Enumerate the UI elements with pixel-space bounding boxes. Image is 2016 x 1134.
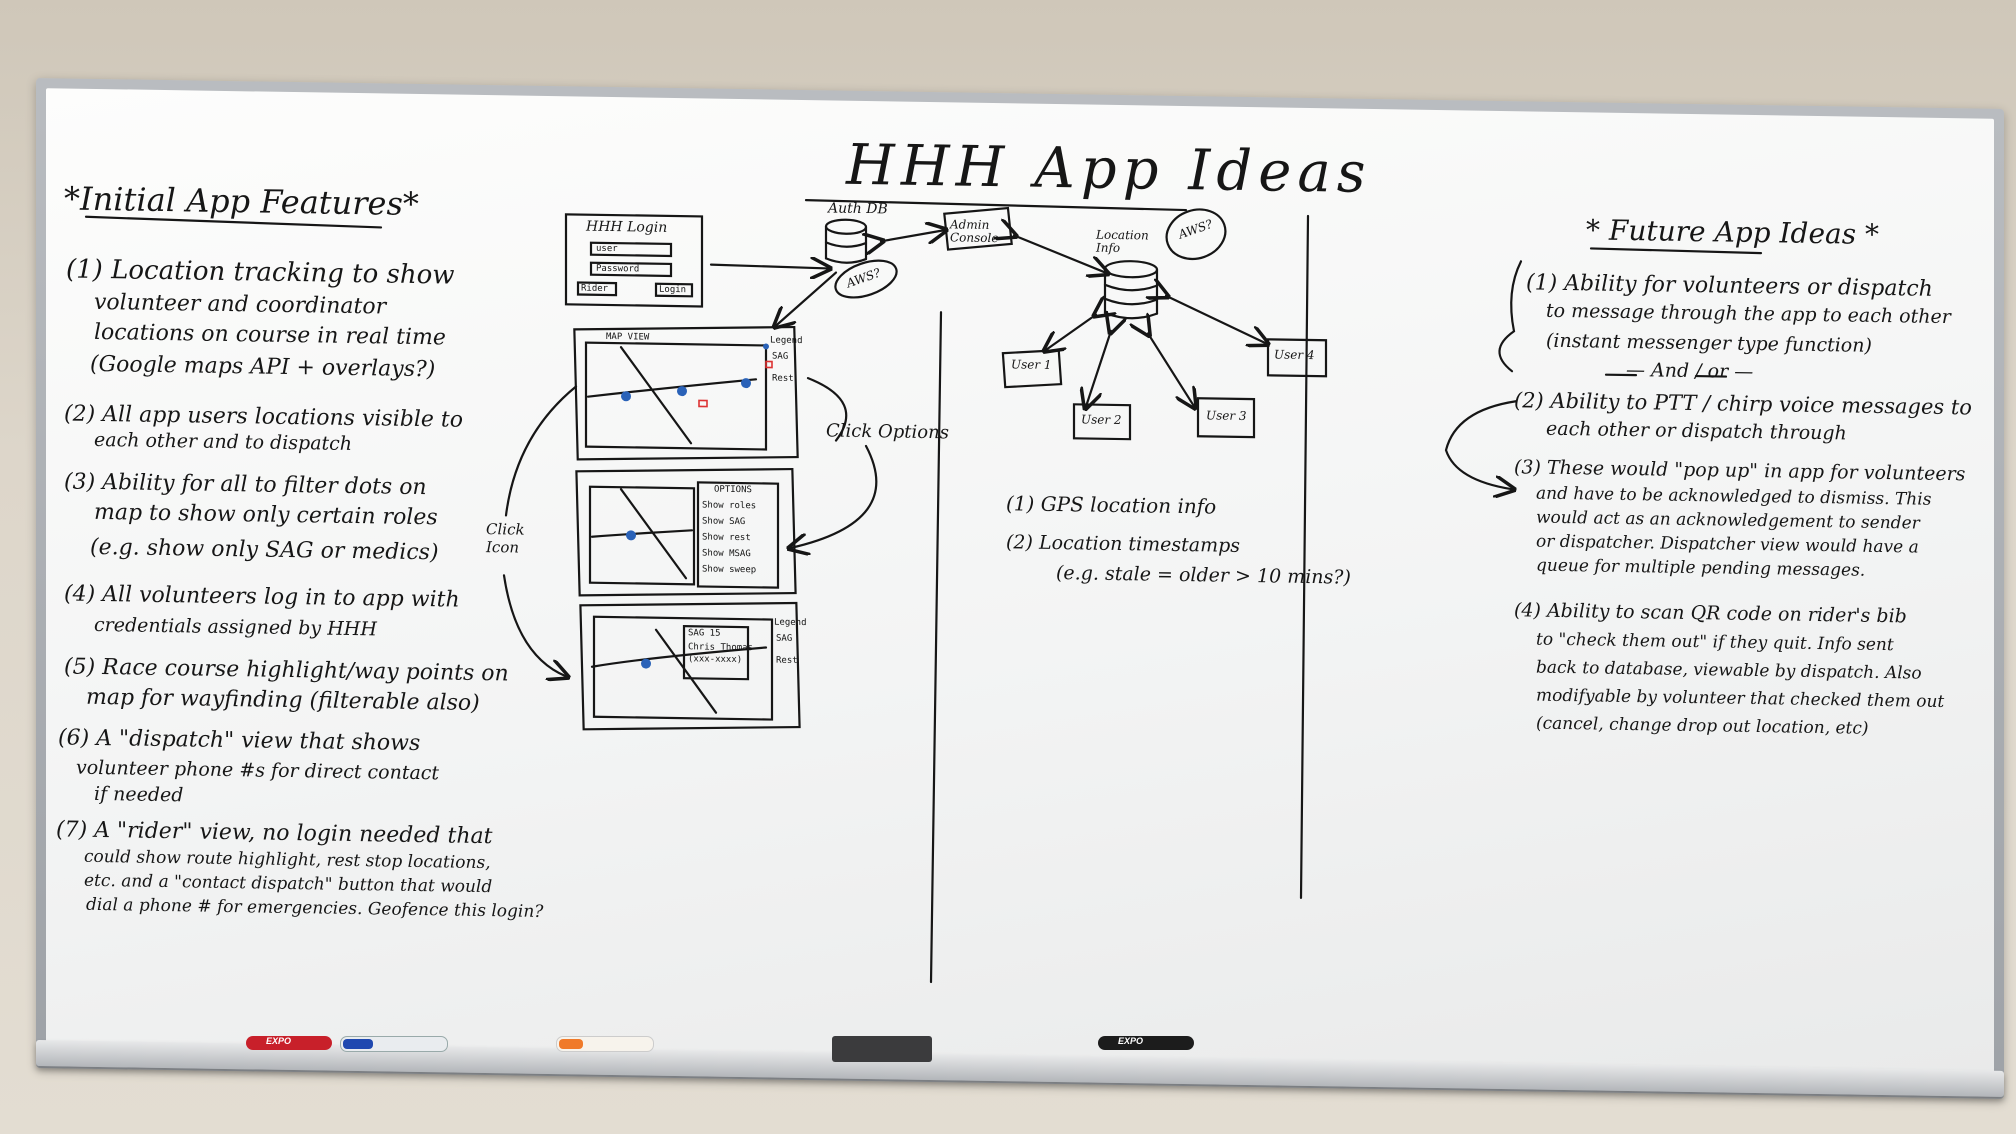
marker-brand-label: EXPO <box>266 1036 292 1046</box>
location-info-label: Location Info <box>1096 227 1149 256</box>
map3-legend-rest: Rest <box>776 655 798 666</box>
map3-legend-label: Legend <box>774 617 807 629</box>
login-user-field: user <box>596 243 618 255</box>
map-view-label: MAP VIEW <box>606 331 650 343</box>
login-title: HHH Login <box>586 218 668 236</box>
user-3-box: User 3 <box>1206 408 1247 424</box>
popup-sag: SAG 15 <box>688 628 721 639</box>
black-marker[interactable]: EXPO <box>1098 1036 1194 1050</box>
option-show-sweep: Show sweep <box>702 564 757 576</box>
blue-marker[interactable] <box>340 1036 448 1052</box>
popup-name: Chris Thomas <box>688 642 754 654</box>
orange-marker[interactable] <box>556 1036 654 1052</box>
login-button: Login <box>659 284 687 296</box>
admin-console-label: Admin Console <box>950 217 999 246</box>
red-marker[interactable]: EXPO <box>246 1036 332 1050</box>
map-legend-sag: SAG <box>772 351 789 362</box>
popup-phone: (xxx-xxxx) <box>688 654 743 666</box>
map-legend-label: Legend <box>770 335 803 347</box>
option-show-msag: Show MSAG <box>702 548 751 560</box>
gps-note: (1) GPS location info <box>1006 491 1217 519</box>
click-icon-label: Click Icon <box>486 520 525 557</box>
timestamp-note: (2) Location timestamps <box>1006 531 1241 557</box>
marker-brand-label: EXPO <box>1118 1036 1144 1046</box>
user-1-box: User 1 <box>1011 357 1052 372</box>
map-legend-rest: Rest <box>772 373 794 384</box>
whiteboard-frame: HHH App Ideas *Initial App Features* (1)… <box>36 78 2004 1099</box>
auth-db-label: Auth DB <box>828 200 888 218</box>
options-title: OPTIONS <box>714 484 752 496</box>
whiteboard-sketch-drawing <box>84 198 1763 984</box>
user-4-box: User 4 <box>1274 347 1315 363</box>
login-rider-button: Rider <box>581 283 609 294</box>
login-password-field: Password <box>596 263 640 275</box>
user-2-box: User 2 <box>1081 412 1122 428</box>
option-show-sag: Show SAG <box>702 516 746 528</box>
eraser[interactable] <box>832 1036 932 1062</box>
option-show-roles: Show roles <box>702 500 757 512</box>
timestamp-detail: (e.g. stale = older > 10 mins?) <box>1056 562 1351 589</box>
whiteboard-surface: HHH App Ideas *Initial App Features* (1)… <box>46 88 1994 1083</box>
click-options-label: Click Options <box>826 420 949 444</box>
option-show-rest: Show rest <box>702 532 751 544</box>
map3-legend-sag: SAG <box>776 633 793 644</box>
